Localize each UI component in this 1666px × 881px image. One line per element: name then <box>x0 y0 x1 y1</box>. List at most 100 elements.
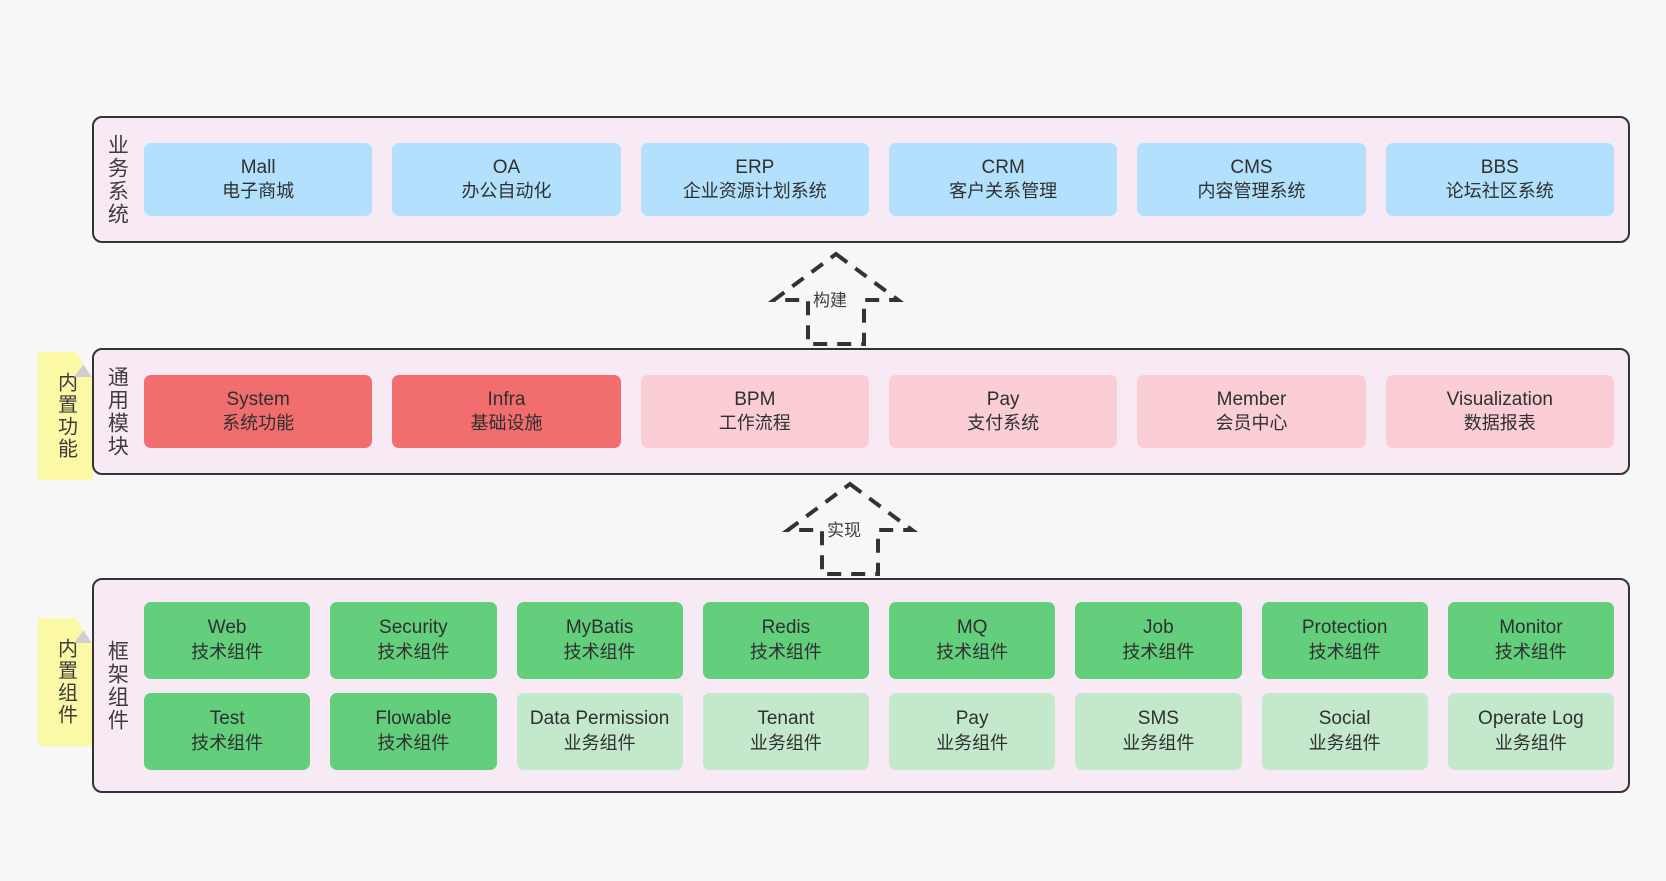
connector-build: 构建 <box>746 248 926 348</box>
card-title-cn: 数据报表 <box>1463 413 1536 434</box>
card-crm[interactable]: CRM 客户关系管理 <box>888 143 1118 216</box>
card-title-en: Pay <box>986 388 1020 410</box>
card-row: Test 技术组件 Flowable 技术组件 Data Permission … <box>144 692 1614 770</box>
note-fold-corner-icon <box>74 352 93 377</box>
card-title-cn: 技术组件 <box>936 641 1009 662</box>
connector-implement: 实现 <box>760 478 940 578</box>
card-title-cn: 业务组件 <box>749 732 822 753</box>
note-fold-corner-icon <box>74 618 93 643</box>
card-title-en: Data Permission <box>529 708 670 730</box>
card-mall[interactable]: Mall 电子商城 <box>144 143 373 216</box>
layer-title-framework-component: 框架组件 <box>105 639 129 732</box>
card-job[interactable]: Job 技术组件 <box>1075 601 1242 679</box>
card-tenant[interactable]: Tenant 业务组件 <box>702 692 869 770</box>
card-cms[interactable]: CMS 内容管理系统 <box>1137 143 1366 216</box>
card-title-en: MyBatis <box>565 617 634 639</box>
card-title-cn: 技术组件 <box>1308 641 1381 662</box>
card-test[interactable]: Test 技术组件 <box>144 692 311 770</box>
card-title-cn: 业务组件 <box>936 732 1009 753</box>
note-builtin-function: 内置功能 <box>38 352 93 480</box>
card-title-en: Test <box>209 708 245 730</box>
card-title-cn: 技术组件 <box>1122 641 1195 662</box>
layer-title-business-system: 业务系统 <box>105 133 129 226</box>
card-title-en: Monitor <box>1499 617 1563 639</box>
note-label: 内置功能 <box>54 372 77 460</box>
layer-body-common-module: System 系统功能 Infra 基础设施 BPM 工作流程 Pay 支付系统… <box>138 350 1628 473</box>
card-title-cn: 办公自动化 <box>461 181 552 202</box>
card-title-cn: 客户关系管理 <box>949 181 1058 202</box>
card-row: Web 技术组件 Security 技术组件 MyBatis 技术组件 Redi… <box>144 601 1614 679</box>
card-title-cn: 技术组件 <box>191 641 264 662</box>
card-member[interactable]: Member 会员中心 <box>1137 375 1366 448</box>
card-pay-business[interactable]: Pay 业务组件 <box>889 692 1056 770</box>
card-flowable[interactable]: Flowable 技术组件 <box>330 692 497 770</box>
card-security[interactable]: Security 技术组件 <box>330 601 497 679</box>
card-title-cn: 系统功能 <box>222 413 295 434</box>
card-sms[interactable]: SMS 业务组件 <box>1075 692 1242 770</box>
card-title-cn: 技术组件 <box>377 641 450 662</box>
connector-label-build: 构建 <box>813 291 847 310</box>
card-title-en: System <box>226 388 290 410</box>
card-mq[interactable]: MQ 技术组件 <box>889 601 1056 679</box>
generalization-arrow-icon <box>767 251 905 346</box>
card-title-cn: 技术组件 <box>191 732 264 753</box>
card-system[interactable]: System 系统功能 <box>144 375 373 448</box>
card-title-en: CRM <box>981 156 1025 178</box>
card-social[interactable]: Social 业务组件 <box>1261 692 1428 770</box>
card-title-en: Tenant <box>757 708 815 730</box>
card-title-en: MQ <box>956 617 988 639</box>
card-title-cn: 内容管理系统 <box>1197 181 1306 202</box>
card-title-en: Social <box>1318 708 1371 730</box>
card-title-en: CMS <box>1230 156 1273 178</box>
card-title-cn: 会员中心 <box>1215 413 1288 434</box>
card-bbs[interactable]: BBS 论坛社区系统 <box>1385 143 1614 216</box>
card-title-cn: 业务组件 <box>1122 732 1195 753</box>
card-title-cn: 业务组件 <box>563 732 636 753</box>
card-infra[interactable]: Infra 基础设施 <box>392 375 621 448</box>
card-data-permission[interactable]: Data Permission 业务组件 <box>516 692 683 770</box>
card-title-cn: 业务组件 <box>1494 732 1567 753</box>
card-title-en: BPM <box>734 388 776 410</box>
layer-business-system: 业务系统 Mall 电子商城 OA 办公自动化 ERP 企业资源计划系统 CRM… <box>92 116 1630 243</box>
card-protection[interactable]: Protection 技术组件 <box>1261 601 1428 679</box>
card-title-cn: 工作流程 <box>718 413 791 434</box>
note-label: 内置组件 <box>54 638 77 726</box>
card-title-en: Pay <box>955 708 989 730</box>
card-title-en: ERP <box>735 156 775 178</box>
card-web[interactable]: Web 技术组件 <box>144 601 311 679</box>
card-title-en: Redis <box>761 617 811 639</box>
card-title-en: Web <box>207 617 247 639</box>
card-bpm[interactable]: BPM 工作流程 <box>640 375 869 448</box>
card-title-en: Job <box>1143 617 1174 639</box>
card-title-cn: 企业资源计划系统 <box>682 181 827 202</box>
generalization-arrow-icon <box>781 481 919 576</box>
card-title-en: Flowable <box>375 708 452 730</box>
card-erp[interactable]: ERP 企业资源计划系统 <box>640 143 869 216</box>
card-redis[interactable]: Redis 技术组件 <box>702 601 869 679</box>
card-operate-log[interactable]: Operate Log 业务组件 <box>1447 692 1614 770</box>
card-mybatis[interactable]: MyBatis 技术组件 <box>516 601 683 679</box>
card-title-cn: 基础设施 <box>470 413 543 434</box>
card-monitor[interactable]: Monitor 技术组件 <box>1447 601 1614 679</box>
note-builtin-component: 内置组件 <box>38 618 93 746</box>
card-title-cn: 技术组件 <box>377 732 450 753</box>
card-title-en: Protection <box>1301 617 1388 639</box>
card-title-en: Visualization <box>1446 388 1553 410</box>
card-visualization[interactable]: Visualization 数据报表 <box>1385 375 1614 448</box>
layer-common-module: 通用模块 System 系统功能 Infra 基础设施 BPM 工作流程 Pay… <box>92 348 1630 475</box>
card-title-en: SMS <box>1137 708 1179 730</box>
card-title-en: BBS <box>1480 156 1519 178</box>
card-row: Mall 电子商城 OA 办公自动化 ERP 企业资源计划系统 CRM 客户关系… <box>144 143 1614 216</box>
layer-body-framework-component: Web 技术组件 Security 技术组件 MyBatis 技术组件 Redi… <box>138 580 1628 791</box>
card-title-cn: 技术组件 <box>563 641 636 662</box>
card-pay[interactable]: Pay 支付系统 <box>888 375 1118 448</box>
card-row: System 系统功能 Infra 基础设施 BPM 工作流程 Pay 支付系统… <box>144 375 1614 448</box>
layer-title-common-module: 通用模块 <box>105 365 129 458</box>
card-title-en: Member <box>1216 388 1287 410</box>
connector-label-implement: 实现 <box>827 521 861 540</box>
card-title-en: Operate Log <box>1478 708 1584 730</box>
card-title-cn: 技术组件 <box>749 641 822 662</box>
card-oa[interactable]: OA 办公自动化 <box>392 143 621 216</box>
card-title-en: OA <box>492 156 521 178</box>
